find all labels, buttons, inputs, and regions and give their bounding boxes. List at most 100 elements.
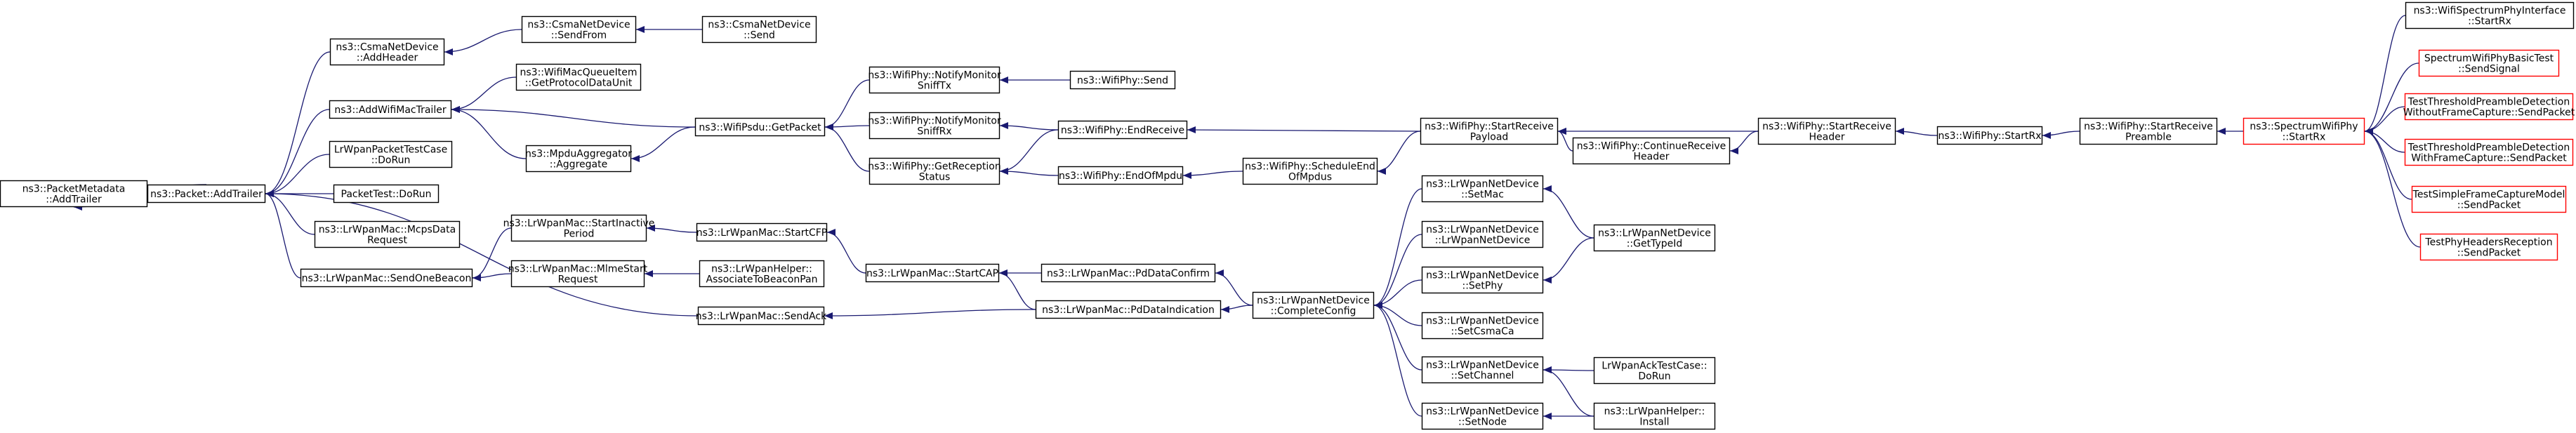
node-box <box>1069 70 1176 90</box>
call-edge <box>1895 128 1938 136</box>
graph-node-csma-sendfrom[interactable]: ns3::CsmaNetDevice::SendFrom <box>521 15 637 44</box>
node-box <box>1936 126 2043 145</box>
call-edge <box>451 106 696 128</box>
node-box <box>694 117 826 137</box>
node-label-line: ::DoRun <box>371 155 411 166</box>
node-label-line: ::SetMac <box>1461 189 1504 201</box>
graph-node-lrwpannetdevice-ctor[interactable]: ns3::LrWpanNetDevice::LrWpanNetDevice <box>1421 220 1544 248</box>
node-label-line: DoRun <box>1638 371 1670 382</box>
graph-node-wifiphy-send[interactable]: ns3::WifiPhy::Send <box>1069 70 1176 90</box>
node-label-line: ns3::LrWpanMac::MlmeStart <box>508 264 648 275</box>
node-box <box>868 112 1000 140</box>
graph-node-addwifimactrailer[interactable]: ns3::AddWifiMacTrailer <box>329 100 452 119</box>
graph-node-wifipsdu-getpacket[interactable]: ns3::WifiPsdu::GetPacket <box>694 117 826 137</box>
node-label-line: ns3::LrWpanNetDevice <box>1598 228 1711 239</box>
call-edge <box>1373 302 1422 417</box>
node-label-line: ns3::WifiPhy::EndReceive <box>1061 125 1184 136</box>
node-label-line: ns3::LrWpanNetDevice <box>1257 295 1370 307</box>
graph-node-wifimacqueueitem[interactable]: ns3::WifiMacQueueItem::GetProtocolDataUn… <box>515 63 642 91</box>
call-edge <box>1543 237 1594 284</box>
graph-node-sendack[interactable]: ns3::LrWpanMac::SendAck <box>696 306 827 326</box>
graph-node-simpleframecapture[interactable]: TestSimpleFrameCaptureModel::SendPacket <box>2411 185 2567 213</box>
graph-node-lrwpanhelper-install[interactable]: ns3::LrWpanHelper::Install <box>1593 402 1716 430</box>
node-label-line: Install <box>1639 417 1669 428</box>
node-label-line: ns3::LrWpanMac::SendAck <box>696 311 827 322</box>
node-label-line: ns3::LrWpanNetDevice <box>1426 316 1539 327</box>
node-box <box>2405 1 2575 29</box>
node-box <box>300 268 473 288</box>
node-box <box>314 220 461 248</box>
graph-node-mpduaggregator[interactable]: ns3::MpduAggregator::Aggregate <box>525 145 632 173</box>
call-edge <box>265 190 699 317</box>
node-label-line: WithoutFrameCapture::SendPacket <box>2403 107 2575 119</box>
graph-node-sendonebeacon[interactable]: ns3::LrWpanMac::SendOneBeacon <box>300 268 473 288</box>
node-label-line: ::StartRx <box>2468 16 2511 27</box>
node-label-line: Request <box>367 235 407 246</box>
call-edge <box>1187 126 1421 134</box>
graph-node-preamble-without[interactable]: TestThresholdPreambleDetectionWithoutFra… <box>2403 93 2575 121</box>
node-label-line: ns3::WifiPsdu::GetPacket <box>699 122 821 133</box>
node-box <box>147 184 266 204</box>
graph-node-csma-addheader[interactable]: ns3::CsmaNetDevice::AddHeader <box>329 38 445 66</box>
graph-node-wifiphy-endreceive[interactable]: ns3::WifiPhy::EndReceive <box>1057 120 1188 140</box>
graph-node-csma-send[interactable]: ns3::CsmaNetDevice::Send <box>701 15 817 44</box>
graph-node-preamble-with[interactable]: TestThresholdPreambleDetectionWithFrameC… <box>2404 138 2574 166</box>
graph-node-lrwpanacktestcase[interactable]: LrWpanAckTestCase::DoRun <box>1593 357 1716 385</box>
graph-node-setphy[interactable]: ns3::LrWpanNetDevice::SetPhy <box>1421 266 1544 294</box>
graph-node-wifiphy-startrx[interactable]: ns3::WifiPhy::StartRx <box>1936 126 2043 145</box>
node-label-line: ::SendPacket <box>2457 200 2521 211</box>
graph-node-wifispectrumphyinterface[interactable]: ns3::WifiSpectrumPhyInterface::StartRx <box>2405 1 2575 29</box>
node-label-line: ::Aggregate <box>550 159 607 171</box>
node-box <box>2404 138 2574 166</box>
node-box <box>701 15 817 44</box>
graph-node-lrwpanpackettestcase[interactable]: LrWpanPacketTestCase::DoRun <box>329 140 453 168</box>
graph-node-sendsignal[interactable]: SpectrumWifiPhyBasicTest::SendSignal <box>2418 49 2560 77</box>
call-edge <box>1373 188 1422 309</box>
graph-node-pddataindication[interactable]: ns3::LrWpanMac::PdDataIndication <box>1035 300 1222 319</box>
call-edge <box>1215 269 1253 306</box>
node-label-line: ns3::SpectrumWifiPhy <box>2250 121 2358 133</box>
graph-node-startcap[interactable]: ns3::LrWpanMac::StartCAP <box>865 263 1000 283</box>
graph-node-completeconfig[interactable]: ns3::LrWpanNetDevice::CompleteConfig <box>1252 291 1375 319</box>
graph-node-pddataconfirm[interactable]: ns3::LrWpanMac::PdDataConfirm <box>1041 263 1216 283</box>
node-box <box>1041 263 1216 283</box>
graph-node-spectrumwifiphy-startrx[interactable]: ns3::SpectrumWifiPhy::StartRx <box>2243 117 2365 145</box>
call-edge <box>826 229 866 274</box>
node-box <box>696 222 828 242</box>
node-box <box>525 145 632 173</box>
node-label-line: ns3::LrWpanNetDevice <box>1426 270 1539 281</box>
graph-node-gettypeid[interactable]: ns3::LrWpanNetDevice::GetTypeId <box>1593 224 1716 252</box>
node-box <box>2418 49 2560 77</box>
graph-node-packettest-dorun[interactable]: PacketTest::DoRun <box>333 184 440 204</box>
graph-node-wifiphy-endofmpdu[interactable]: ns3::WifiPhy::EndOfMpdu <box>1057 166 1184 185</box>
node-box <box>1572 137 1731 165</box>
node-label-line: ::SendSignal <box>2458 64 2520 75</box>
graph-node-associatetobeaconpan[interactable]: ns3::LrWpanHelper::AssociateToBeaconPan <box>699 260 825 288</box>
node-label-line: TestThresholdPreambleDetection <box>2407 142 2570 154</box>
graph-node-setmac[interactable]: ns3::LrWpanNetDevice::SetMac <box>1421 175 1544 203</box>
graph-node-setchannel[interactable]: ns3::LrWpanNetDevice::SetChannel <box>1421 356 1544 384</box>
graph-node-setnode[interactable]: ns3::LrWpanNetDevice::SetNode <box>1421 402 1544 430</box>
node-label-line: Status <box>919 172 951 183</box>
graph-node-setcsmaca[interactable]: ns3::LrWpanNetDevice::SetCsmaCa <box>1421 312 1544 340</box>
graph-node-pkt-addtrailer[interactable]: ns3::Packet::AddTrailer <box>147 184 266 204</box>
call-edge <box>265 154 330 197</box>
node-label-line: ns3::WifiPhy::StartReceive <box>1425 121 1554 133</box>
graph-node-phyheadersreception[interactable]: TestPhyHeadersReception::SendPacket <box>2419 233 2558 261</box>
node-box <box>699 260 825 288</box>
graph-node-startcfp[interactable]: ns3::LrWpanMac::StartCFP <box>696 222 828 242</box>
call-edge <box>451 76 517 113</box>
node-label-line: ns3::WifiPhy::StartRx <box>1938 131 2042 142</box>
